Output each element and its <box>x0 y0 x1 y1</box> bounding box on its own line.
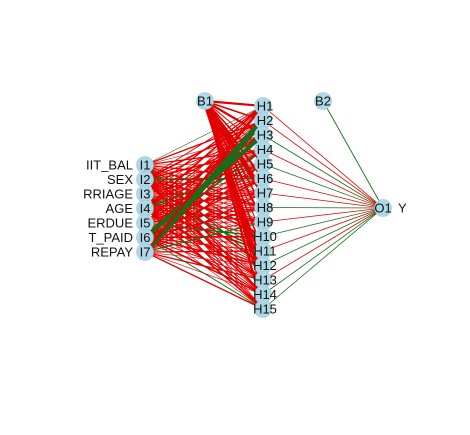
edge-i6-h3-strong <box>143 133 265 240</box>
hidden-node-h6: H6 <box>254 169 274 188</box>
edge-b1-h5 <box>204 100 264 165</box>
bias-node-b2: B2 <box>314 92 332 110</box>
edge-h7-o1 <box>262 192 384 209</box>
edge-h11-o1 <box>262 207 384 252</box>
edge-h6-o1 <box>262 178 384 209</box>
edge-b1-h1 <box>203 99 265 108</box>
hidden-node-h9-label: H9 <box>257 215 274 230</box>
hidden-node-h15-circle <box>254 300 272 318</box>
edge-i5-h1 <box>144 105 264 224</box>
edge-i6-h1 <box>144 105 264 238</box>
input-variable-label: ERDUE <box>87 216 133 231</box>
edge-h9-o1 <box>262 207 384 223</box>
edge-b1-h7 <box>202 98 266 196</box>
hidden-node-h2-label: H2 <box>257 113 274 128</box>
hidden-node-h12-label: H12 <box>253 258 277 273</box>
input-node-i2-label: I2 <box>140 172 151 187</box>
edge-i7-h12 <box>144 251 264 266</box>
hidden-node-h2: H2 <box>254 111 274 130</box>
hidden-node-h9: H9 <box>254 213 274 231</box>
hidden-node-h5-label: H5 <box>257 157 274 172</box>
hidden-node-h7-label: H7 <box>257 186 274 201</box>
edge-h15-o1 <box>262 207 384 310</box>
input-node-i5-label: I5 <box>140 216 151 231</box>
edge-h5-o1 <box>262 163 384 209</box>
input-variable-label: RRIAGE <box>83 187 133 202</box>
hidden-node-h3: H3 <box>254 126 274 144</box>
edge-i7-h4 <box>144 149 264 253</box>
edge-h12-o1 <box>262 207 384 266</box>
bias-node-b2-circle <box>314 92 332 110</box>
bias-node-b1: B1 <box>196 92 214 110</box>
output-variable-label: Y <box>398 201 407 216</box>
hidden-node-h15-label: H15 <box>253 302 277 317</box>
input-node-i7-label: I7 <box>140 245 151 260</box>
input-node-i4-label: I4 <box>140 201 151 216</box>
edge-h1-o1 <box>262 105 384 209</box>
hidden-node-h4-label: H4 <box>257 142 274 157</box>
edge-i7-h15 <box>144 251 264 310</box>
input-node-i3-label: I3 <box>140 187 151 202</box>
hidden-node-h3-label: H3 <box>257 128 274 143</box>
edge-h13-o1 <box>262 207 384 281</box>
hidden-node-h4: H4 <box>254 140 274 159</box>
edge-h3-o1 <box>262 134 384 209</box>
bias-node-b1-label: B1 <box>197 94 213 109</box>
input-variable-label: AGE <box>106 201 134 216</box>
hidden-node-h1: H1 <box>254 97 274 115</box>
hidden-node-h5: H5 <box>254 155 274 173</box>
hidden-node-h14: H14 <box>253 285 277 304</box>
hidden-node-h6-label: H6 <box>257 171 274 186</box>
edge-h4-o1 <box>262 149 384 209</box>
hidden-node-h10: H10 <box>253 227 277 246</box>
edge-b2-o1 <box>322 100 384 209</box>
hidden-node-h11: H11 <box>254 242 277 260</box>
edge-i7-h14 <box>144 251 264 295</box>
bias-node-b1-circle <box>196 92 214 110</box>
bias-node-b2-label: B2 <box>315 94 331 109</box>
input-variable-label: REPAY <box>91 245 133 260</box>
hidden-node-h13: H13 <box>253 271 277 289</box>
edge-i7-h11 <box>144 250 264 253</box>
output-node-o1-label: O1 <box>374 201 391 216</box>
hidden-node-h8-label: H8 <box>257 200 274 215</box>
input-node-i7: I7 <box>136 243 154 261</box>
hidden-node-h8: H8 <box>254 198 274 217</box>
edge-b1-h15 <box>203 99 265 311</box>
output-node-o1-circle <box>374 199 392 217</box>
edge-h2-o1 <box>262 120 384 209</box>
edge-i2-h1 <box>144 105 264 180</box>
edge-i7-h7 <box>144 192 264 253</box>
edge-h10-o1 <box>262 207 384 237</box>
edge-h14-o1 <box>262 207 384 295</box>
hidden-node-h10-label: H10 <box>253 229 277 244</box>
edge-i1-h1 <box>144 105 264 166</box>
hidden-node-h15: H15 <box>253 300 277 318</box>
input-node-i4: I4 <box>136 199 154 218</box>
edge-i7-h13 <box>144 251 264 281</box>
connection-lines <box>142 98 384 311</box>
output-node-o1: O1 <box>374 199 392 217</box>
input-variable-label: SEX <box>107 172 133 187</box>
edge-h8-o1 <box>262 207 384 209</box>
hidden-node-h14-label: H14 <box>253 287 277 302</box>
input-node-i1-label: I1 <box>140 158 151 173</box>
input-variable-label: T_PAID <box>88 230 133 245</box>
hidden-node-h11-label: H11 <box>254 244 277 259</box>
input-node-i7-circle <box>136 243 154 261</box>
input-node-i6-label: I6 <box>140 230 151 245</box>
hidden-node-h13-label: H13 <box>253 273 277 288</box>
input-variable-label: IIT_BAL <box>86 158 133 173</box>
hidden-node-h1-label: H1 <box>257 99 274 114</box>
edge-i3-h1 <box>144 105 264 195</box>
edge-i7-h1 <box>143 104 265 254</box>
